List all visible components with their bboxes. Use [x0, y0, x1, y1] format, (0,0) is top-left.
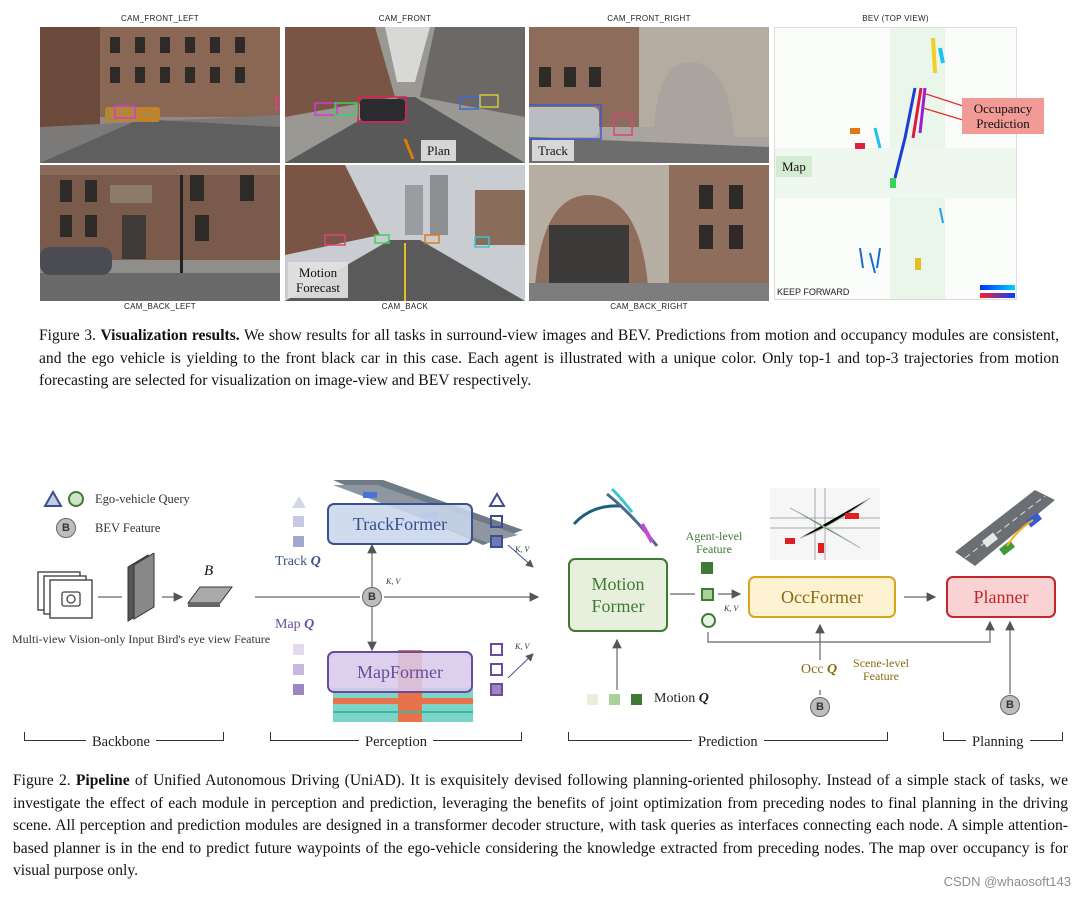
motion-query-square-2 [609, 694, 620, 705]
input-label: Multi-view Vision-only Input [12, 632, 154, 646]
bev-feature-label: Bird's eye view Feature [157, 632, 271, 646]
track-kv-label: K, V [515, 545, 530, 554]
track-query-square-1 [293, 516, 304, 527]
keep-forward-label: KEEP FORWARD [777, 287, 850, 297]
agent-level-feature-label: Agent-level Feature [685, 529, 743, 556]
pipeline-arrows [98, 543, 1015, 695]
occupancy-prediction-tag: Occupancy Prediction [962, 98, 1044, 134]
b-symbol: B [204, 563, 214, 579]
track-q-label: Track Q [275, 554, 321, 569]
occ-kv-label: K, V [724, 604, 739, 613]
backbone-block [127, 553, 155, 622]
center-kv-label: K, V [386, 577, 401, 586]
occ-q-label: Occ Q [801, 662, 838, 677]
map-query-square-1 [293, 644, 304, 655]
occupancy-intersection-illustration [770, 488, 880, 560]
figure-2-caption: Figure 2. Pipeline of Unified Autonomous… [13, 770, 1068, 883]
motionformer-box: Motion Former [568, 558, 668, 632]
bev-image [774, 27, 1017, 300]
map-output-square-3 [490, 683, 503, 696]
figure-3-caption: Figure 3. Visualization results. We show… [39, 325, 1059, 393]
perception-stage-label: Perception [359, 734, 434, 751]
bev-feature-plane [187, 586, 233, 607]
planning-stage-label: Planning [966, 734, 1030, 751]
cam-back-label: CAM_BACK [381, 302, 429, 311]
track-output-square-2 [490, 535, 503, 548]
watermark: CSDN @whaosoft143 [943, 874, 1071, 889]
bev-node-icon: B [362, 587, 382, 607]
cam-front-right-label: CAM_FRONT_RIGHT [607, 14, 691, 23]
triangle-icon [43, 490, 63, 507]
legend-bev-feature: BEV Feature [95, 521, 161, 535]
prediction-stage-label: Prediction [692, 734, 764, 751]
occformer-box: OccFormer [748, 576, 896, 618]
map-output-square-2 [490, 663, 503, 676]
track-tag: Track [532, 140, 574, 161]
map-query-square-3 [293, 684, 304, 695]
figure-2-caption-title: Pipeline [75, 772, 130, 789]
cam-back-right-label: CAM_BACK_RIGHT [610, 302, 688, 311]
track-output-square-1 [490, 515, 503, 528]
agent-feature-square-light [701, 588, 714, 601]
legend-bev-icon: B [56, 518, 76, 538]
cam-back-left-label: CAM_BACK_LEFT [124, 302, 196, 311]
track-query-square-2 [293, 536, 304, 547]
cam-back-left-image [40, 165, 280, 301]
mapformer-box: MapFormer [327, 651, 473, 693]
motion-forecast-tag: Motion Forecast [288, 262, 348, 298]
planner-road-illustration [955, 490, 1055, 566]
planner-bev-icon: B [1000, 695, 1020, 715]
cam-front-left-image [40, 27, 280, 163]
circle-icon [68, 491, 84, 507]
occ-bev-icon: B [810, 697, 830, 717]
map-q-label: Map Q [275, 617, 315, 632]
figure-3-caption-label: Figure 3. [39, 327, 96, 344]
plan-tag: Plan [421, 140, 457, 161]
planner-box: Planner [946, 576, 1056, 618]
map-tag: Map [776, 156, 812, 177]
track-triangle-icon [292, 496, 306, 508]
motion-q-label: Motion Q [654, 691, 709, 706]
backbone-stage-label: Backbone [86, 734, 156, 751]
cam-front-label: CAM_FRONT [378, 14, 432, 23]
map-output-square-1 [490, 643, 503, 656]
trackformer-box: TrackFormer [327, 503, 473, 545]
motion-trajectories-illustration [572, 487, 659, 547]
legend-ego-query: Ego-vehicle Query [95, 492, 190, 506]
legend-symbols [43, 490, 84, 507]
cam-front-left-label: CAM_FRONT_LEFT [121, 14, 199, 23]
figure-3-caption-text: We show results for all tasks in surroun… [39, 327, 1059, 389]
motion-query-square-3 [631, 694, 642, 705]
map-query-square-2 [293, 664, 304, 675]
cam-front-image [285, 27, 525, 163]
figure-2-caption-text: of Unified Autonomous Driving (UniAD). I… [13, 772, 1068, 879]
agent-feature-circle-icon [701, 613, 716, 628]
track-output-triangle-icon [488, 492, 506, 507]
figure-3-caption-title: Visualization results. [100, 327, 240, 344]
cam-back-right-image [529, 165, 769, 301]
motion-query-square-1 [587, 694, 598, 705]
scene-level-feature-label: Scene-level Feature [853, 656, 909, 683]
bev-label: BEV (TOP VIEW) [862, 14, 929, 23]
map-kv-label: K, V [515, 642, 530, 651]
agent-feature-square-filled [701, 562, 713, 574]
figure-2-caption-label: Figure 2. [13, 772, 71, 789]
multi-view-input-icon [37, 571, 93, 619]
